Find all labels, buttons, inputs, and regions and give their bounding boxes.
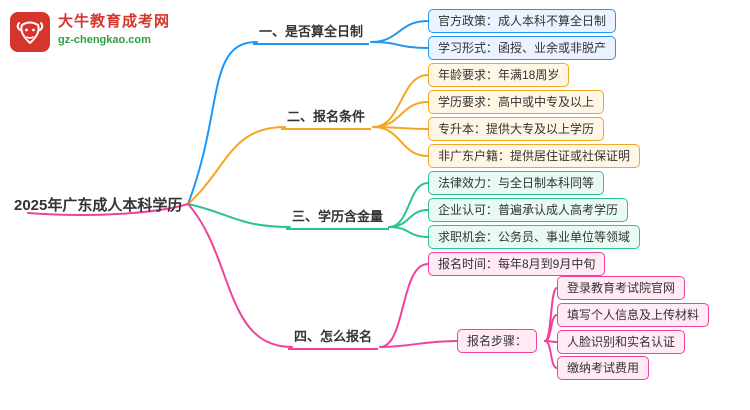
leaf-job-opportunities: 求职机会：公务员、事业单位等领域 (428, 225, 641, 249)
leaf-legal-effect: 法律效力：与全日制本科同等 (428, 171, 605, 195)
leaf-age-requirement: 年龄要求：年满18周岁 (428, 63, 570, 87)
leaf-step-face-id: 人脸识别和实名认证 (557, 330, 686, 354)
leaf-employer-recognition: 企业认可：普遍承认成人高考学历 (428, 198, 629, 222)
branch-node-requirements: 二、报名条件 (281, 106, 372, 130)
site-logo: 大牛教育成考网 gz-chengkao.com (10, 12, 170, 52)
leaf-step-login: 登录教育考试院官网 (557, 276, 686, 300)
branch-node-value: 三、学历含金量 (286, 206, 390, 230)
leaf-application-time: 报名时间：每年8月到9月中旬 (428, 252, 606, 276)
root-node: 2025年广东成人本科学历 (14, 197, 183, 214)
logo-text: 大牛教育成考网 gz-chengkao.com (58, 12, 170, 48)
node-application-steps: 报名步骤： (457, 329, 538, 353)
branch-node-how-to-apply: 四、怎么报名 (288, 326, 379, 350)
leaf-study-format: 学习形式：函授、业余或非脱产 (428, 36, 617, 60)
logo-domain: gz-chengkao.com (58, 34, 151, 46)
branch-node-fulltime: 一、是否算全日制 (253, 21, 370, 45)
leaf-step-fill-info: 填写个人信息及上传材料 (557, 303, 710, 327)
logo-title: 大牛教育成考网 (58, 13, 171, 30)
leaf-residency-requirement: 非广东户籍：提供居住证或社保证明 (428, 144, 641, 168)
leaf-upgrade-requirement: 专升本：提供大专及以上学历 (428, 117, 605, 141)
bull-logo-icon (10, 12, 50, 52)
leaf-education-requirement: 学历要求：高中或中专及以上 (428, 90, 605, 114)
leaf-step-pay-fee: 缴纳考试费用 (557, 356, 650, 380)
leaf-official-policy: 官方政策：成人本科不算全日制 (428, 9, 617, 33)
